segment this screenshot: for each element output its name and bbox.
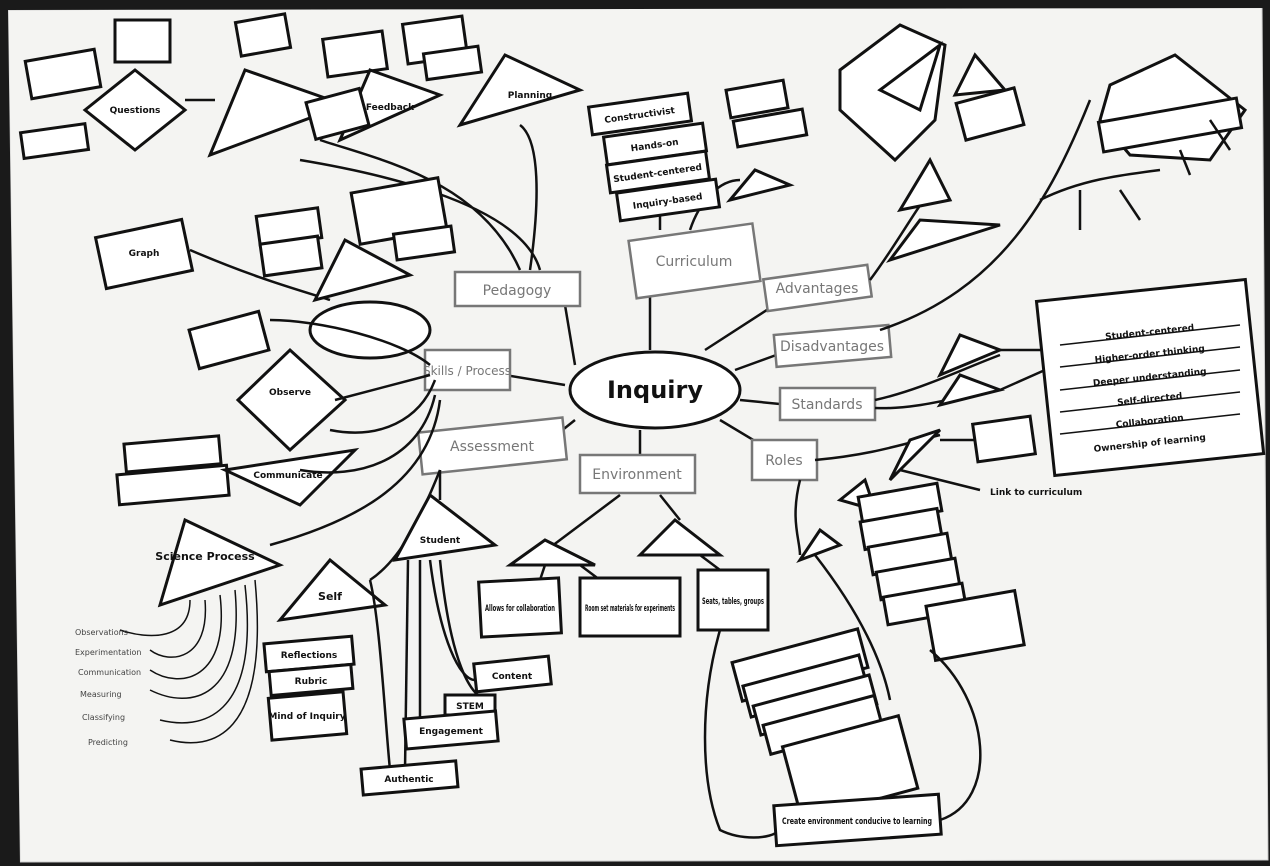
observe-note: Observe	[269, 388, 311, 398]
graph-note: Graph	[129, 249, 160, 259]
sp-item-2: Experimentation	[75, 648, 141, 657]
questions-note: Questions	[110, 106, 161, 116]
curriculum-label: Curriculum	[656, 254, 733, 270]
environment-children: Allows for collaboration Room set materi…	[477, 494, 770, 639]
self-item-1: Reflections	[281, 651, 337, 661]
right-list-cluster: Student-centered Higher-order thinking D…	[874, 277, 1266, 478]
center-node: Inquiry	[568, 350, 742, 430]
advantages-label: Advantages	[776, 281, 859, 297]
curriculum-cluster: Constructivist Hands-on Student-centered…	[586, 78, 809, 231]
skills-label: Skills / Process	[423, 364, 511, 378]
stem-label: STEM	[456, 702, 484, 712]
branch-advantages: Advantages	[761, 263, 874, 313]
content-label: Content	[492, 672, 533, 682]
branch-environment: Environment	[578, 453, 697, 495]
roles-children: Link to curriculum Create environment co…	[703, 414, 1082, 848]
branch-skills: Skills / Process	[423, 348, 512, 392]
science-process-list: Observations Experimentation Communicati…	[75, 628, 141, 747]
science-process-label: Science Process	[155, 550, 255, 563]
center-label: Inquiry	[607, 376, 703, 404]
environment-label: Environment	[592, 467, 682, 483]
authentic-label: Authentic	[384, 775, 433, 785]
pedagogy-label: Pedagogy	[483, 283, 552, 299]
sp-item-1: Observations	[75, 628, 128, 637]
allows-label: Allows for collaboration	[485, 604, 555, 614]
self-item-3: Mind of Inquiry	[268, 712, 345, 722]
sp-item-5: Classifying	[82, 713, 125, 722]
branch-curriculum: Curriculum	[627, 222, 762, 300]
feedback-note: Feedback	[366, 103, 415, 113]
communicate-note: Communicate	[253, 471, 322, 481]
sp-item-6: Predicting	[88, 738, 128, 747]
create-environment-label: Create environment conducive to learning	[782, 817, 932, 827]
sp-item-3: Communication	[78, 668, 141, 677]
self-label: Self	[318, 590, 342, 603]
top-left-cluster: Questions Feedback Planning	[18, 12, 585, 271]
top-right-cluster	[838, 23, 1248, 332]
branch-roles: Roles	[750, 438, 819, 482]
engagement-label: Engagement	[419, 727, 484, 737]
assessment-children: Self Student Reflections Rubric Mind of …	[262, 469, 553, 797]
link-to-curriculum: Link to curriculum	[990, 488, 1082, 498]
left-cluster: Graph Observe Communicate Science Proces…	[93, 176, 457, 744]
room-label: Room set materials for experiments	[585, 604, 675, 614]
branch-pedagogy: Pedagogy	[453, 270, 582, 308]
student-label: Student	[420, 536, 461, 546]
planning-note: Planning	[508, 91, 553, 101]
roles-label: Roles	[765, 453, 802, 469]
assessment-label: Assessment	[450, 439, 534, 455]
branch-standards: Standards	[778, 386, 877, 422]
self-item-2: Rubric	[295, 677, 328, 687]
standards-label: Standards	[792, 397, 863, 413]
disadvantages-label: Disadvantages	[780, 339, 884, 355]
sp-item-4: Measuring	[80, 690, 122, 699]
seats-label: Seats, tables, groups	[702, 597, 764, 607]
branch-disadvantages: Disadvantages	[772, 323, 893, 369]
